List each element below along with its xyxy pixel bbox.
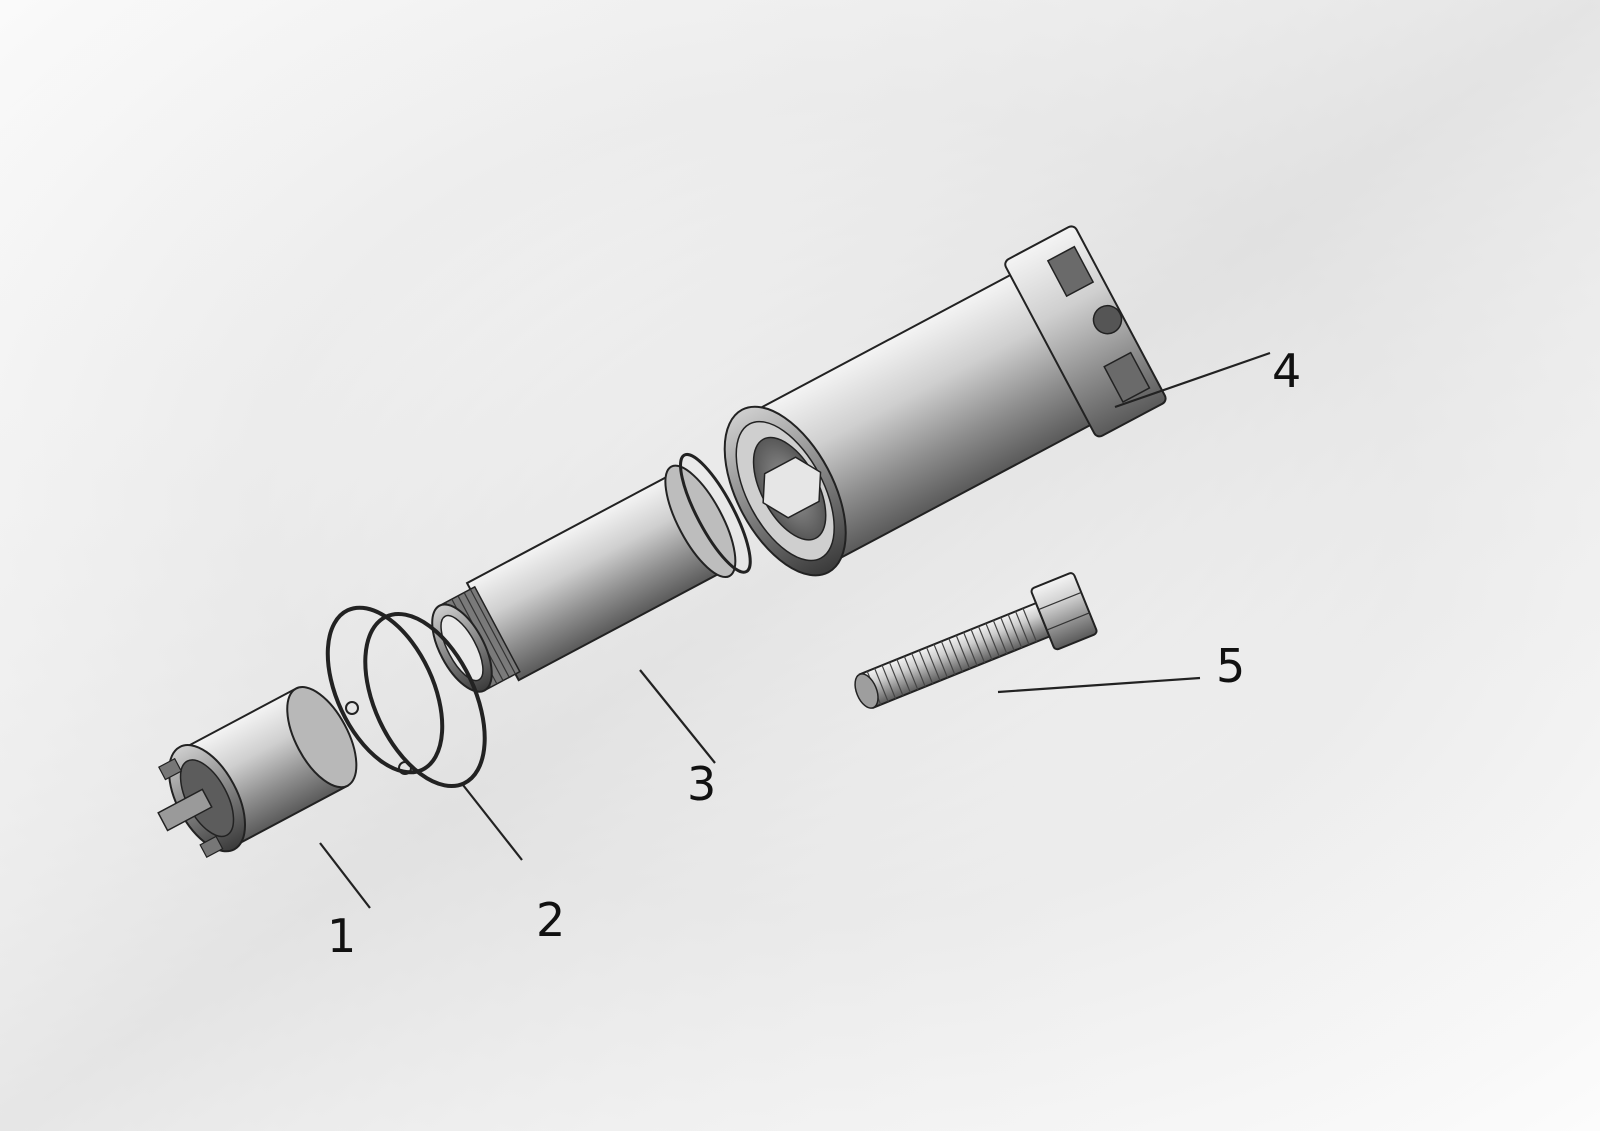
part-1-slotted-socket: [157, 686, 358, 859]
leader-line-3: [639, 669, 716, 764]
part-2-retaining-rings: [325, 605, 487, 789]
part-3-threaded-tube: [431, 452, 752, 693]
callout-label-1: 1: [327, 909, 356, 963]
leader-line-2: [462, 784, 523, 861]
part-4-sleeve: [723, 225, 1167, 577]
callout-label-5: 5: [1216, 639, 1245, 693]
leader-line-4: [1114, 351, 1271, 409]
callout-label-3: 3: [687, 757, 716, 811]
part-5-hex-bolt: [854, 572, 1098, 709]
leader-line-1: [319, 842, 371, 909]
callout-label-2: 2: [536, 893, 565, 947]
callout-label-4: 4: [1272, 344, 1301, 398]
leader-line-5: [997, 676, 1201, 694]
